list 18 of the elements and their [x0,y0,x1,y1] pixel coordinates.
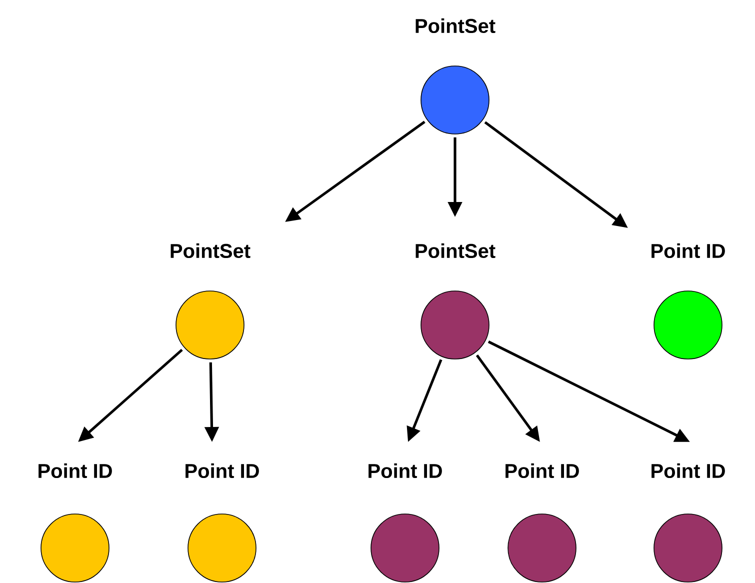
circle-node: PointSet [170,243,250,360]
circle-node: Point ID [652,463,725,582]
node-label: PointSet [416,243,496,258]
circle-node: Point ID [186,463,259,582]
node-label: Point ID [38,463,112,478]
node-label: PointSet [170,243,250,258]
circle-node: Point ID [368,463,442,582]
node-label: Point ID [652,243,725,258]
node-label: PointSet [416,18,496,34]
node-label: Point ID [506,463,579,478]
circle-node: Point ID [506,463,579,582]
circle-node: Point ID [38,463,112,582]
node-label: Point ID [186,463,259,478]
circle-node: PointSet [416,243,496,360]
circle-node: Point ID [652,243,725,360]
node-label: Point ID [368,463,442,478]
circle-node: PointSet [416,18,496,134]
node-label: Point ID [652,463,725,478]
